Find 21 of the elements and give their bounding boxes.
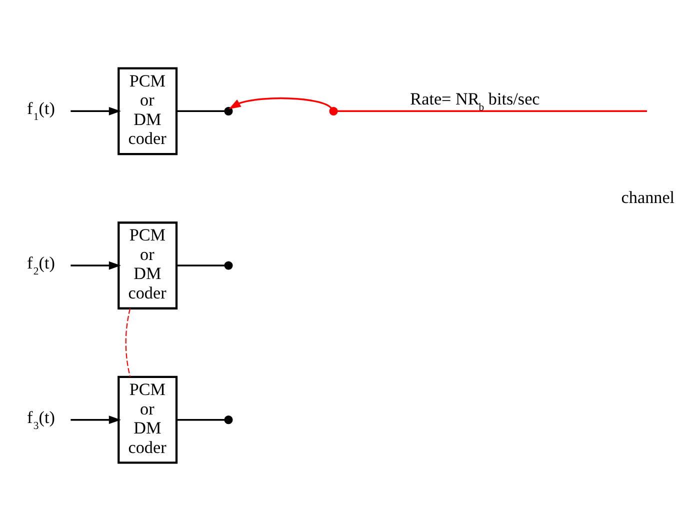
node-circle (224, 415, 233, 424)
connector (337, 110, 647, 112)
node-text: f$_{3}$(t) (26, 407, 55, 432)
node-box: PCM or DM coder (118, 375, 178, 464)
node-circle (224, 106, 233, 115)
connector (176, 264, 225, 266)
arrow (70, 260, 121, 270)
node-circle (224, 260, 233, 270)
arrow (228, 96, 332, 109)
node-box: PCM or DM coder (118, 66, 178, 155)
connector (176, 418, 225, 420)
connector (125, 308, 131, 376)
arrow (70, 106, 121, 115)
node-text: f$_{2}$(t) (26, 253, 55, 277)
connector (176, 110, 225, 112)
node-box: PCM or DM coder (118, 221, 178, 309)
arrow (70, 415, 121, 424)
label: channel (621, 188, 675, 207)
node-text: f$_{1}$(t) (26, 98, 55, 123)
node-circle (329, 106, 338, 115)
edge-label: Rate= NR$_{b}$ bits/sec (410, 89, 540, 114)
